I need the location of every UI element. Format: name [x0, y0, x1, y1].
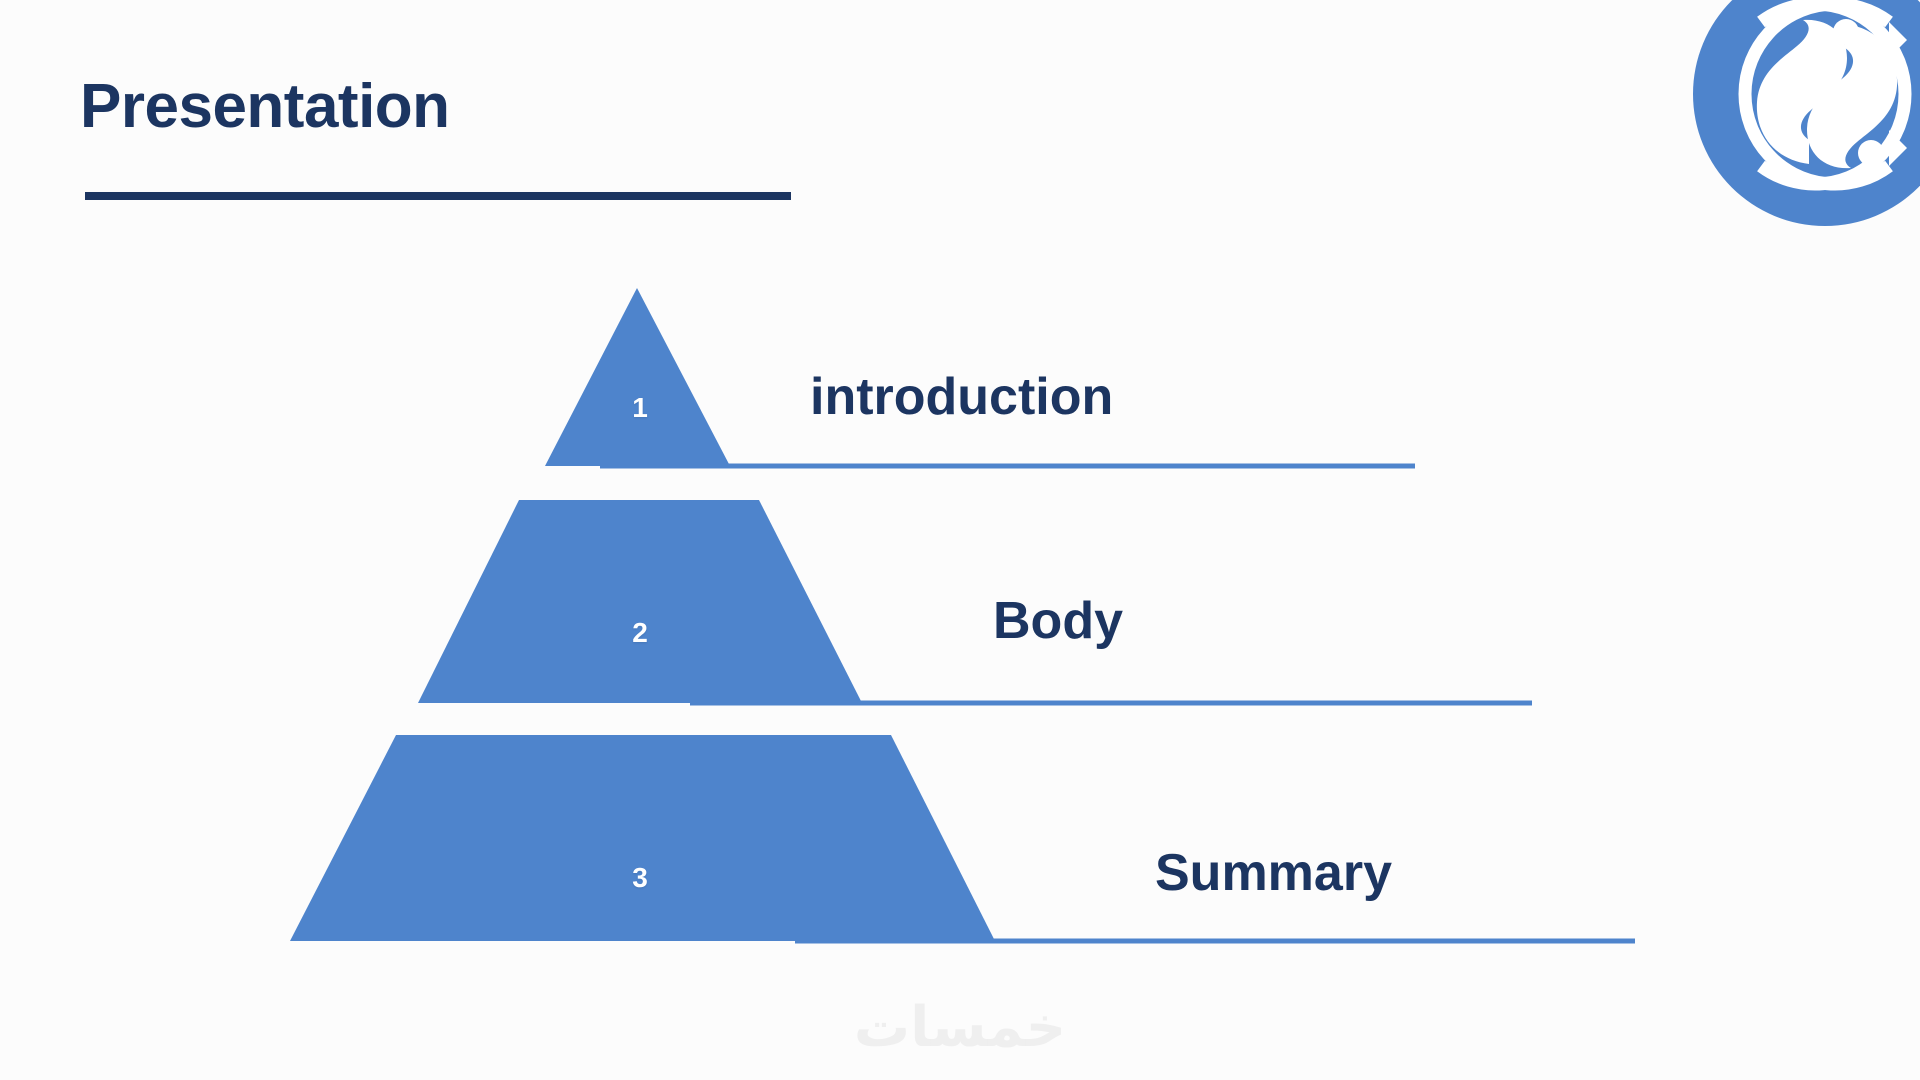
watermark-text: خمسات	[853, 995, 1067, 1060]
pyramid-tier-2-number: 2	[632, 617, 648, 648]
pyramid-tier-3-label: Summary	[1155, 844, 1392, 902]
pyramid-tier-2-label: Body	[993, 592, 1123, 650]
title-underline-rule	[85, 192, 791, 200]
khamsat-s-circle-logo-icon	[1693, 0, 1920, 226]
pyramid-tier-1-label: introduction	[810, 368, 1114, 426]
pyramid-tier-1-shape	[545, 288, 730, 466]
page-title: Presentation	[80, 72, 450, 141]
pyramid-tier-1-number: 1	[632, 392, 648, 423]
pyramid-tier-3-shape	[290, 735, 995, 941]
pyramid-tier-3-number: 3	[632, 862, 648, 893]
pyramid-tier-2-shape	[418, 500, 862, 703]
